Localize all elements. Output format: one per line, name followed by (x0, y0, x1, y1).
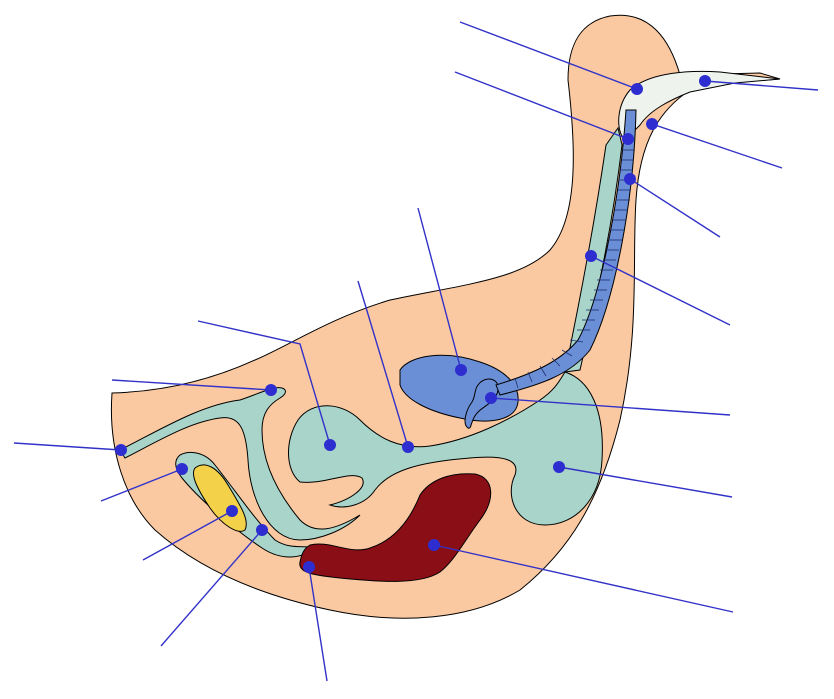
lung (399, 354, 519, 422)
marker-dot (631, 83, 643, 95)
leader-4 (651, 123, 783, 169)
leader-lines (13, 21, 819, 682)
intestine (119, 387, 361, 541)
leader-3 (704, 80, 819, 91)
leader-6 (590, 255, 731, 326)
marker-dot (265, 384, 277, 396)
marker-dot (455, 364, 467, 376)
marker-dot (624, 173, 636, 185)
marker-dot (256, 524, 268, 536)
leader-18 (433, 544, 734, 613)
leader-17 (308, 566, 328, 682)
leader-14 (100, 468, 183, 502)
marker-dots (115, 75, 711, 573)
marker-dot (303, 561, 315, 573)
leader-8 (490, 397, 731, 416)
marker-dot (553, 461, 565, 473)
marker-dot (622, 133, 634, 145)
leader-7 (417, 207, 462, 371)
leader-10 (197, 320, 331, 446)
stomach-region (288, 371, 603, 526)
marker-dot (699, 75, 711, 87)
marker-dot (485, 392, 497, 404)
leader-12 (111, 379, 272, 391)
leader-2 (454, 71, 629, 140)
leader-11 (357, 280, 409, 448)
esophagus (564, 126, 623, 373)
trachea (495, 109, 637, 396)
marker-dot (226, 505, 238, 517)
leader-9 (558, 466, 733, 498)
marker-dot (428, 539, 440, 551)
marker-dot (402, 441, 414, 453)
marker-dot (324, 439, 336, 451)
marker-dot (115, 444, 127, 456)
marker-dot (646, 118, 658, 130)
leader-16 (160, 529, 263, 647)
leader-13 (13, 442, 122, 451)
leader-1 (459, 21, 638, 90)
marker-dot (176, 463, 188, 475)
leader-15 (142, 510, 233, 561)
leader-5 (629, 178, 721, 238)
marker-dot (585, 250, 597, 262)
beak (618, 70, 781, 141)
